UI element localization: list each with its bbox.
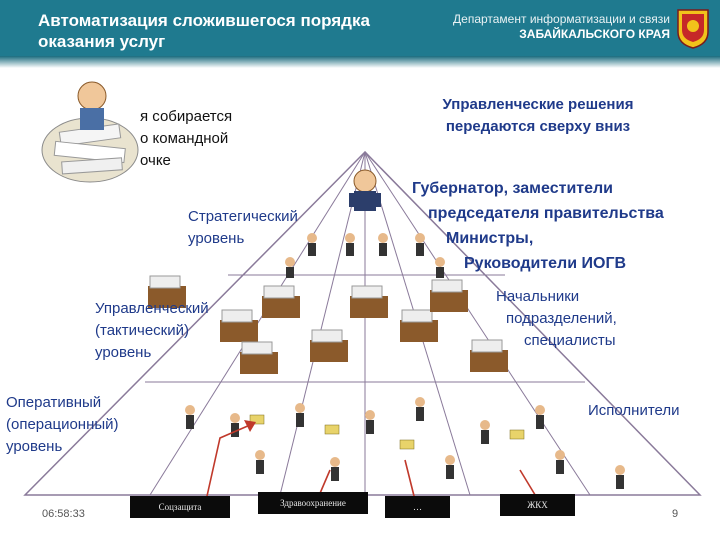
- title-line-1: Автоматизация сложившегося порядка: [38, 11, 370, 30]
- box-housing: ЖКХ: [500, 496, 575, 514]
- top-left-note: я собирается о командной очке: [140, 106, 232, 172]
- paperwork-person-icon: [41, 81, 139, 183]
- heads-label: Начальники подразделений, специалисты: [496, 286, 696, 352]
- worker-figure-icon: [185, 397, 625, 489]
- strategic-level-label: Стратегический уровень: [188, 206, 298, 250]
- pyramid-rib: [364, 151, 591, 496]
- governor-line-3: Министры,: [446, 230, 534, 247]
- managerial-level-label: Управленческий (тактический) уровень: [95, 298, 209, 364]
- box-social-protection: Соцзащита: [130, 498, 230, 516]
- note-line-2: о командной: [140, 130, 229, 147]
- box-other: …: [385, 498, 450, 516]
- heads-line-1: Начальники: [496, 288, 580, 305]
- page-number: 9: [672, 508, 679, 520]
- strategic-line-1: Стратегический: [188, 208, 298, 225]
- pyramid-rib: [279, 151, 366, 496]
- desk-with-papers-icon: [148, 275, 508, 374]
- header-shade: [0, 56, 720, 68]
- note-line-1: я собирается: [140, 108, 233, 125]
- decisions-line-1: Управленческие решения: [442, 96, 634, 113]
- governor-line-2: председателя правительства: [428, 205, 664, 222]
- coat-of-arms-icon: [677, 9, 709, 49]
- governor-figure-icon: [349, 169, 381, 211]
- managerial-line-2: (тактический): [95, 322, 189, 339]
- heads-line-3: специалисты: [524, 332, 616, 349]
- title-line-2: оказания услуг: [38, 32, 166, 51]
- operational-line-3: уровень: [6, 438, 63, 455]
- heads-line-2: подразделений,: [506, 310, 617, 327]
- slide-title: Автоматизация сложившегося порядка оказа…: [38, 10, 418, 52]
- strategic-line-2: уровень: [188, 230, 245, 247]
- governor-line-1: Губернатор, заместители: [412, 180, 614, 197]
- decisions-line-2: передаются сверху вниз: [445, 118, 631, 135]
- decisions-note: Управленческие решения передаются сверху…: [418, 94, 658, 138]
- governor-label: Губернатор, заместители председателя пра…: [412, 176, 712, 276]
- note-line-3: очке: [140, 152, 171, 169]
- operational-line-2: (операционный): [6, 416, 119, 433]
- governor-line-4: Руководители ИОГВ: [464, 255, 627, 272]
- document-stack-icon: [249, 414, 525, 450]
- footer-time: 06:58:33: [42, 508, 85, 520]
- org-line-2: ЗАБАЙКАЛЬСКОГО КРАЯ: [519, 27, 670, 41]
- red-arrow-icon: [204, 424, 541, 506]
- managerial-line-3: уровень: [95, 344, 152, 361]
- org-name: Департамент информатизации и связи ЗАБАЙ…: [445, 12, 670, 42]
- minister-figure-icon: [285, 233, 445, 278]
- org-line-1: Департамент информатизации и связи: [453, 12, 670, 26]
- arrowhead-icon: [244, 420, 256, 432]
- managerial-line-1: Управленческий: [95, 300, 209, 317]
- executors-label: Исполнители: [588, 402, 680, 419]
- operational-line-1: Оперативный: [6, 394, 102, 411]
- box-healthcare: Здравоохранение: [258, 494, 368, 512]
- operational-level-label: Оперативный (операционный) уровень: [6, 392, 119, 458]
